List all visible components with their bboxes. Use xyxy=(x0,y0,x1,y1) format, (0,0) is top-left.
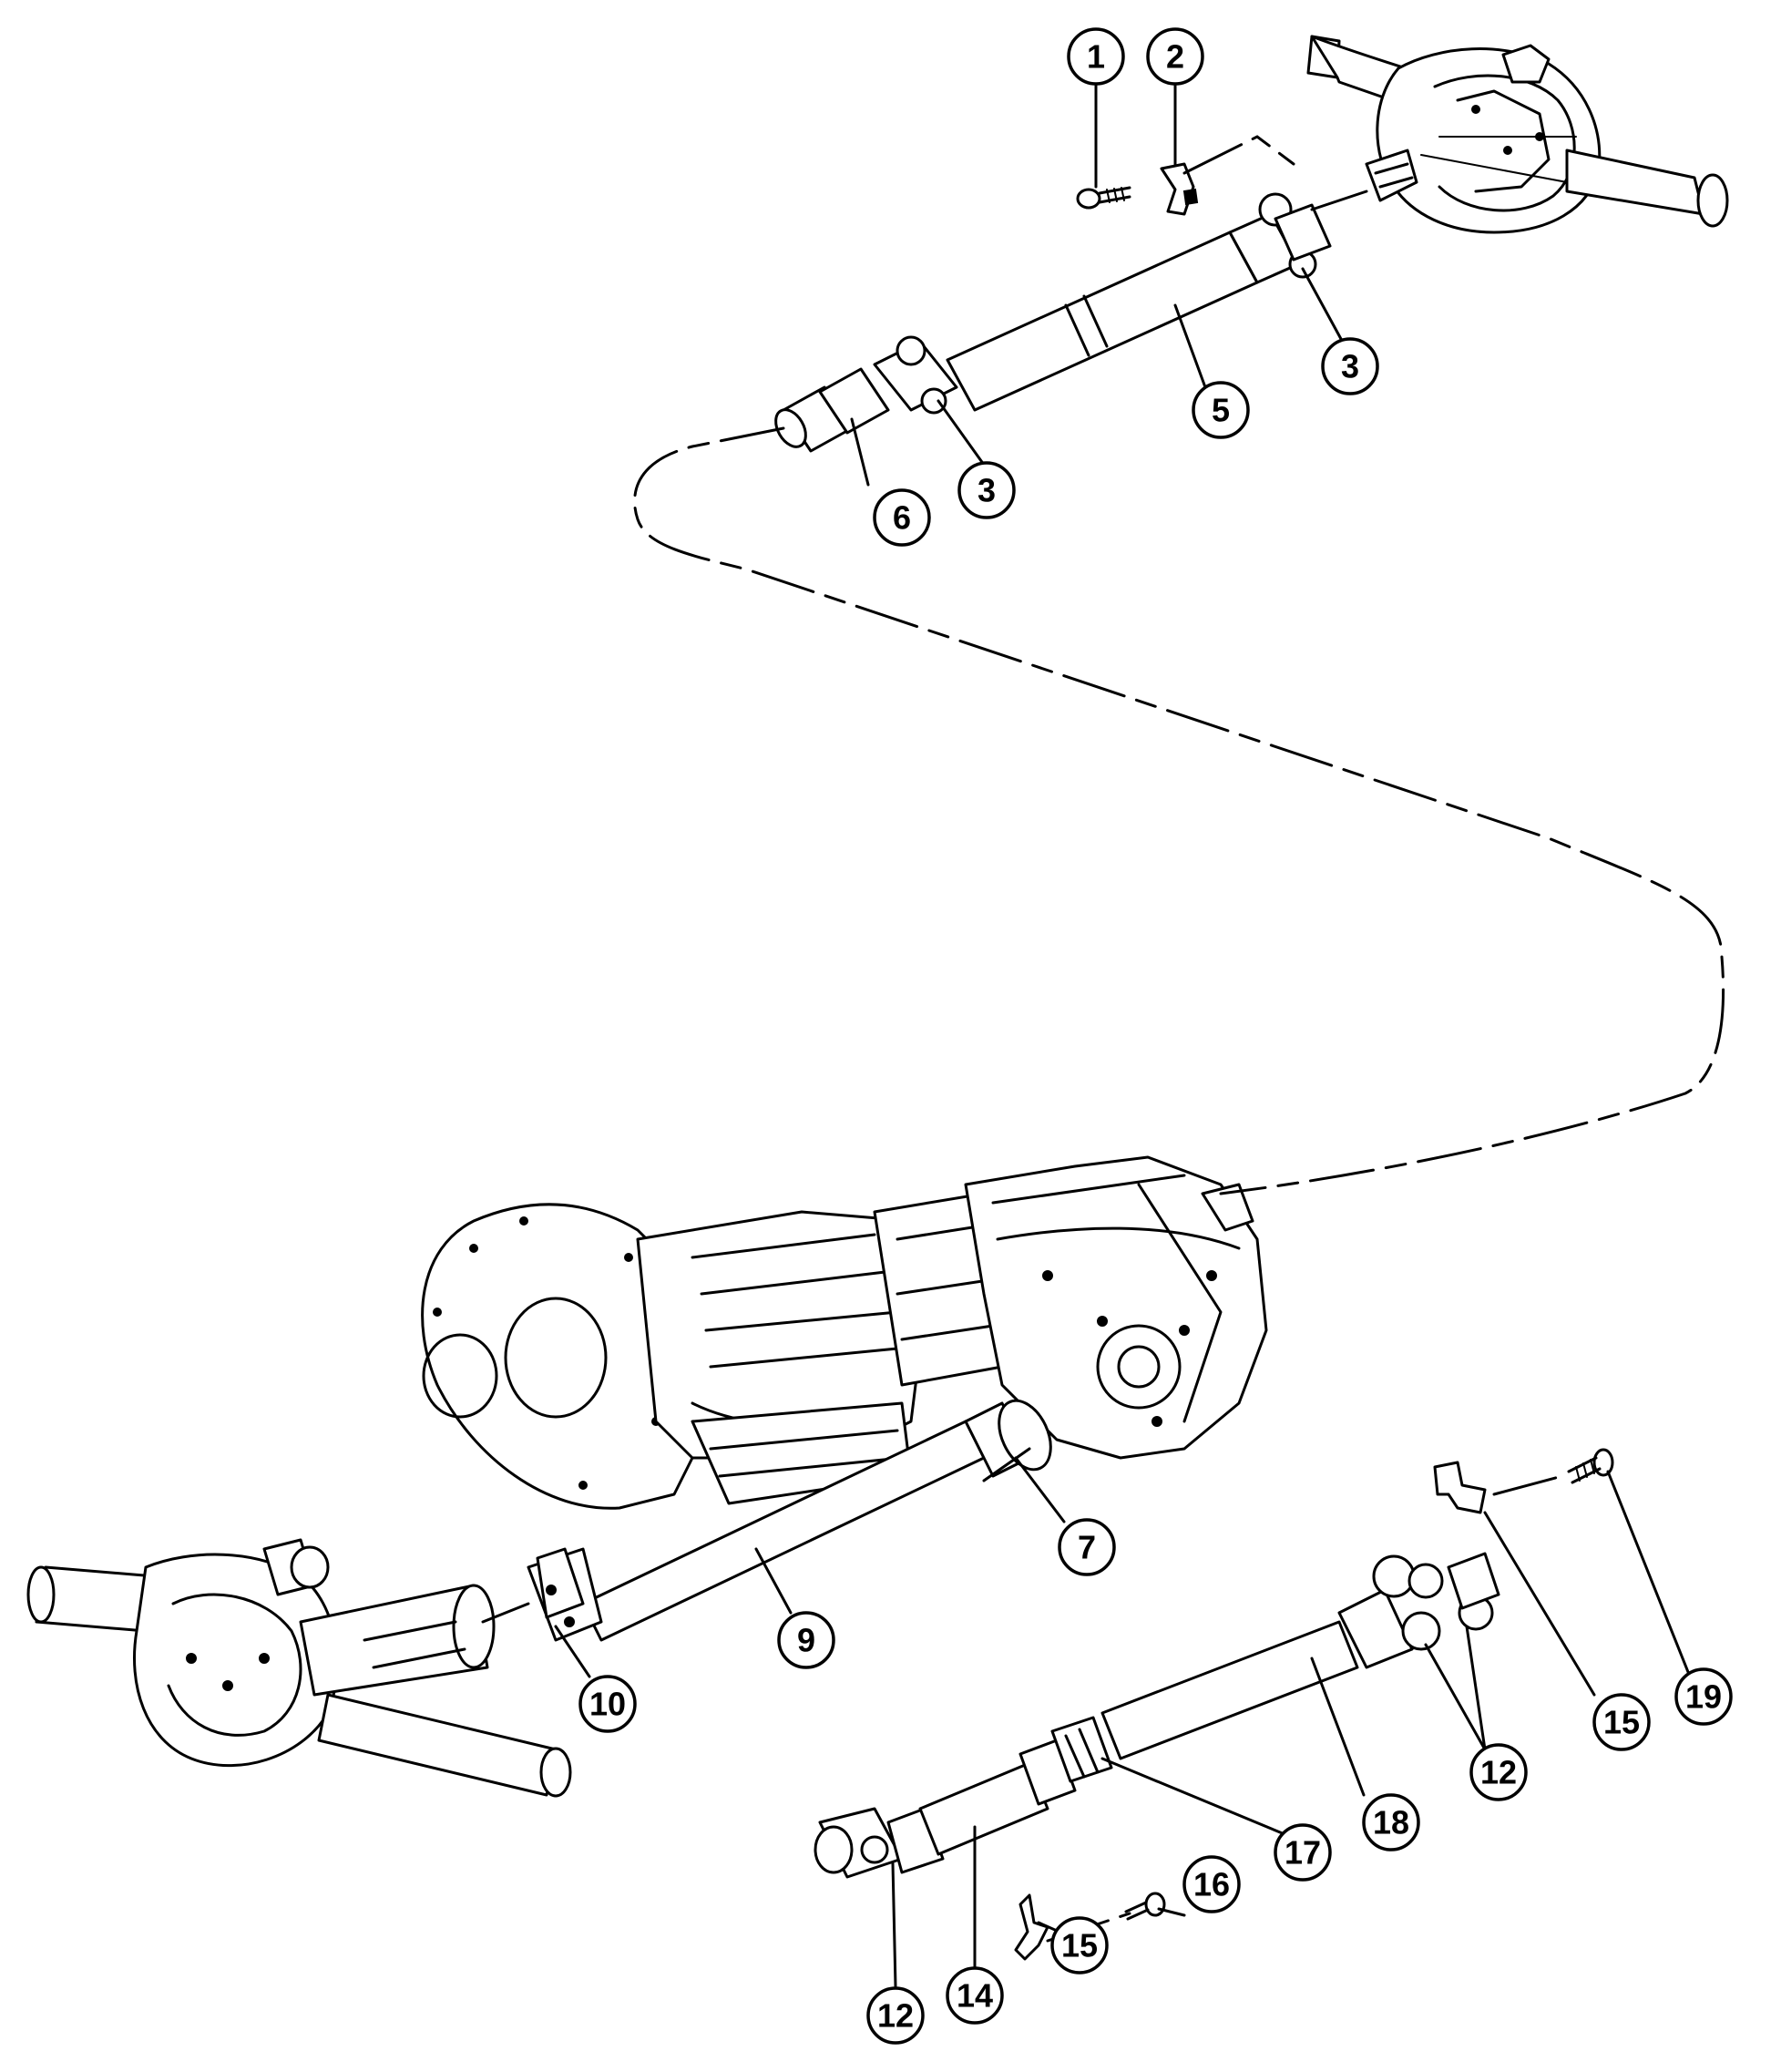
callout-3-upper: 3 xyxy=(1321,337,1379,395)
callout-5-label: 5 xyxy=(1212,392,1230,429)
callout-19-label: 19 xyxy=(1685,1678,1722,1716)
callout-6: 6 xyxy=(873,488,931,547)
callout-16-label: 16 xyxy=(1193,1866,1230,1903)
leader-lines xyxy=(554,82,1701,1988)
strap-15-upper-part xyxy=(1433,1461,1487,1514)
strap-2-part xyxy=(1160,162,1199,216)
callout-15-right-label: 15 xyxy=(1603,1704,1640,1741)
callout-18-label: 18 xyxy=(1373,1804,1409,1841)
callout-5: 5 xyxy=(1192,381,1250,439)
callout-1: 1 xyxy=(1067,27,1125,86)
callout-17: 17 xyxy=(1274,1823,1332,1882)
callout-18: 18 xyxy=(1362,1793,1420,1851)
rear-propeller-shaft-assembly xyxy=(774,192,1332,453)
callout-12-right: 12 xyxy=(1469,1743,1528,1801)
assembly-routing-dashed-lines xyxy=(481,135,1725,1943)
callout-17-label: 17 xyxy=(1285,1834,1321,1872)
callout-14-label: 14 xyxy=(957,1977,993,2015)
callout-2: 2 xyxy=(1146,27,1204,86)
callout-3-lower-label: 3 xyxy=(978,472,996,509)
callout-12-bottom-label: 12 xyxy=(877,1997,914,2035)
transfer-case-assembly xyxy=(964,1155,1268,1460)
callout-15-bottom: 15 xyxy=(1050,1916,1109,1975)
callout-2-label: 2 xyxy=(1166,38,1184,76)
callout-6-label: 6 xyxy=(893,499,911,537)
callout-16: 16 xyxy=(1182,1855,1241,1913)
front-axle-assembly xyxy=(26,1538,572,1798)
callout-7: 7 xyxy=(1058,1518,1116,1576)
front-propeller-shaft-assembly xyxy=(527,1399,1052,1642)
callout-12-bottom: 12 xyxy=(866,1986,925,2045)
bolt-19-part xyxy=(1567,1448,1614,1484)
callout-1-label: 1 xyxy=(1087,38,1105,76)
callout-12-right-label: 12 xyxy=(1480,1754,1517,1791)
bolt-16-part xyxy=(1124,1892,1166,1921)
callout-15-right: 15 xyxy=(1592,1693,1651,1751)
callout-15-bottom-label: 15 xyxy=(1061,1927,1098,1964)
callout-9: 9 xyxy=(777,1611,835,1669)
callout-14: 14 xyxy=(946,1966,1004,2025)
callout-9-label: 9 xyxy=(797,1622,815,1659)
bolt-1-part xyxy=(1076,186,1131,210)
callout-10: 10 xyxy=(578,1675,637,1733)
callout-10-label: 10 xyxy=(589,1686,626,1723)
callout-3-lower: 3 xyxy=(957,461,1016,519)
callout-3-upper-label: 3 xyxy=(1341,348,1359,385)
callout-7-label: 7 xyxy=(1078,1529,1096,1566)
front-shaft-with-cv-assembly xyxy=(814,1552,1500,1879)
rear-axle-assembly xyxy=(1306,35,1729,234)
transmission-assembly xyxy=(421,1192,1004,1510)
strap-15-lower-part xyxy=(1014,1893,1049,1961)
callout-19: 19 xyxy=(1674,1667,1733,1726)
